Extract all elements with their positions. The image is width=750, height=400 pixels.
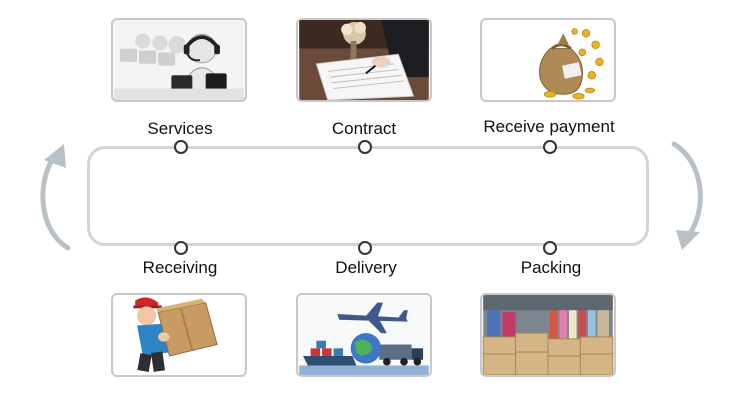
step-label-receive-payment: Receive payment	[483, 117, 615, 136]
money-bag-icon	[483, 20, 613, 100]
node-packing	[543, 241, 557, 255]
step-label-services: Services	[147, 119, 213, 138]
step-label-receiving: Receiving	[142, 258, 218, 277]
step-label-delivery: Delivery	[335, 258, 397, 277]
node-receiving	[174, 241, 188, 255]
step-label-contract: Contract	[331, 119, 397, 138]
photo-delivery	[296, 293, 432, 377]
photo-contract	[296, 18, 432, 102]
global-shipping-icon	[299, 295, 429, 375]
signing-contract-icon	[299, 20, 429, 100]
node-contract	[358, 140, 372, 154]
photo-receiving	[111, 293, 247, 377]
cycle-arrow-left-icon	[40, 144, 71, 251]
courier-carrying-box-icon	[114, 295, 244, 375]
call-center-operators-icon	[114, 20, 244, 100]
node-receive-payment	[543, 140, 557, 154]
step-label-packing: Packing	[520, 258, 582, 277]
photo-receive-payment	[480, 18, 616, 102]
photo-packing	[480, 293, 616, 377]
photo-services	[111, 18, 247, 102]
warehouse-boxes-icon	[482, 295, 614, 375]
cycle-arrow-right-icon	[671, 141, 703, 250]
node-delivery	[358, 241, 372, 255]
process-loop	[87, 146, 649, 246]
node-services	[174, 140, 188, 154]
